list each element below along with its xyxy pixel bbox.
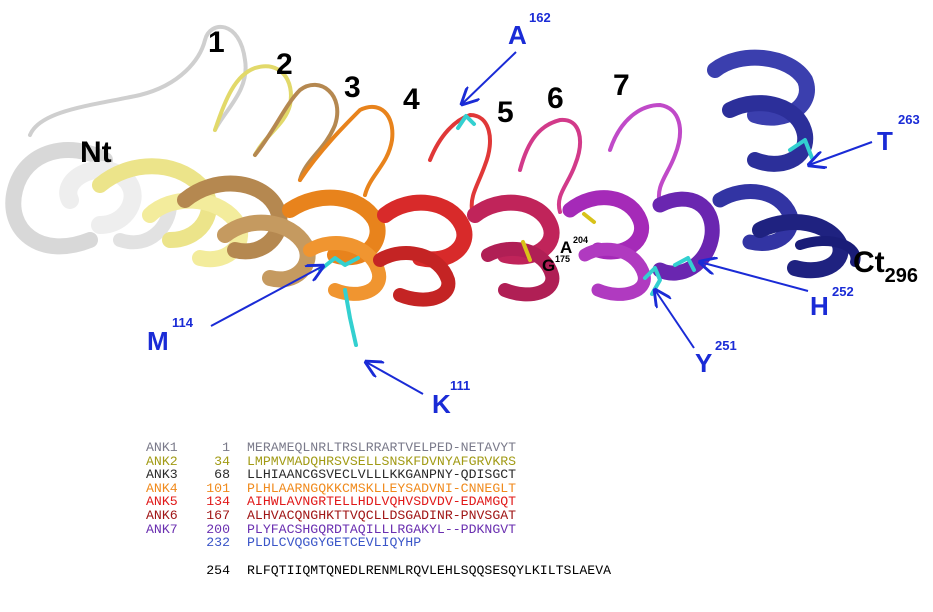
alignment-row: ANK4 101 PLHLAARNGQKKCMSKLLEYSADVNI-CNNE… — [146, 482, 906, 496]
residue-letter: T — [877, 126, 893, 156]
residue-number: 162 — [529, 10, 551, 25]
residue-Y251: Y 251 — [655, 290, 737, 378]
arrow-icon — [462, 51, 517, 104]
residue-number: 252 — [832, 284, 854, 299]
repeat-name: ANK2 — [146, 453, 178, 469]
residue-K111: K 111 — [366, 362, 470, 419]
sequence-text: MERAMEQLNRLTRSLRRARTVELPED-NETAVYT — [247, 440, 517, 455]
residue-letter: H — [810, 291, 829, 321]
c-terminus-text: Ct — [853, 246, 885, 279]
sequence-text: PLYFACSHGQRDTAQILLLRGAKYL--PDKNGVT — [247, 521, 517, 537]
residue-number: 251 — [715, 338, 737, 353]
residue-number: 114 — [172, 315, 194, 330]
alignment-row: ANK1 1 MERAMEQLNRLTRSLRRARTVELPED-NETAVY… — [146, 441, 906, 455]
repeat-label: 4 — [403, 83, 420, 116]
n-terminus-label: Nt — [80, 136, 112, 169]
start-residue: 167 — [206, 507, 230, 523]
arrow-icon — [809, 141, 873, 165]
protein-structure-figure: 1 2 3 4 5 6 7 Nt Ct296 A 162 T 263 M 114… — [5, 10, 920, 419]
repeat-label: 1 — [208, 26, 225, 59]
residue-number: 204 — [573, 235, 588, 245]
residue-A162: A 162 — [462, 10, 551, 104]
start-residue: 254 — [206, 562, 230, 578]
residue-letter: M — [147, 326, 169, 356]
residue-letter: A — [560, 238, 572, 257]
start-residue: 232 — [206, 535, 230, 551]
c-terminus-label: Ct296 — [853, 246, 918, 287]
residue-A204: A 204 — [560, 235, 588, 257]
alignment-row: ANK6 167 ALHVACQNGHKTTVQCLLDSGADINR-PNVS… — [146, 509, 906, 523]
alignment-row: 232 PLDLCVQGGYGETCEVLIQYHP — [146, 536, 906, 550]
residue-M114: M 114 — [147, 266, 323, 356]
residue-letter: K — [432, 389, 451, 419]
sequence-text: RLFQTIIQMTQNEDLRENMLRQVLEHLSQQSESQYLKILT… — [247, 562, 612, 578]
start-residue: 134 — [206, 494, 230, 510]
c-terminal-ribbon — [707, 49, 861, 279]
repeat-label: 3 — [344, 71, 361, 104]
sequence-text: LMPMVMADQHRSVSELLSNSKFDVNYAFGRVKRS — [247, 453, 517, 469]
c-terminus-subscript: 296 — [885, 265, 918, 287]
residue-number: 111 — [450, 378, 470, 393]
start-residue: 101 — [206, 480, 230, 496]
sequence-text: LLHIAANCGSVECLVLLLKKGANPNY-QDISGCT — [247, 467, 517, 483]
start-residue: 1 — [222, 440, 230, 455]
repeat-name: ANK6 — [146, 507, 178, 523]
repeat-6-ribbon — [467, 117, 582, 302]
repeat-name: ANK7 — [146, 521, 178, 537]
repeat-4-ribbon — [282, 104, 395, 301]
arrow-icon — [210, 266, 323, 327]
repeat-name — [146, 536, 186, 550]
residue-letter: A — [508, 20, 527, 50]
alignment-tail-row: 254 RLFQTIIQMTQNEDLRENMLRQVLEHLSQQSESQYL… — [146, 564, 906, 578]
arrow-icon — [366, 362, 424, 395]
residue-letter: Y — [695, 348, 712, 378]
residue-H252: H 252 — [700, 262, 854, 321]
repeat-name: ANK3 — [146, 467, 178, 483]
residue-number: 175 — [555, 254, 570, 264]
residue-number: 263 — [898, 112, 920, 127]
start-residue: 34 — [214, 453, 230, 469]
repeat-name: ANK5 — [146, 494, 178, 510]
repeat-3-ribbon — [177, 83, 340, 288]
ribbon-structure — [5, 24, 861, 347]
start-residue: 200 — [206, 521, 230, 537]
side-chains — [318, 114, 814, 347]
sequence-alignment: ANK1 1 MERAMEQLNRLTRSLRRARTVELPED-NETAVY… — [146, 441, 906, 611]
alignment-row: ANK3 68 LLHIAANCGSVECLVLLLKKGANPNY-QDISG… — [146, 468, 906, 482]
repeat-5-ribbon — [373, 113, 492, 307]
repeat-label: 5 — [497, 96, 514, 129]
arrow-icon — [700, 262, 809, 292]
repeat-label: 6 — [547, 82, 564, 115]
alignment-row: ANK2 34 LMPMVMADQHRSVSELLSNSKFDVNYAFGRVK… — [146, 453, 906, 469]
alignment-row: ANK5 134 AIHWLAVNGRTELLHDLVQHVSDVDV-EDAM… — [146, 495, 906, 509]
sequence-text: AIHWLAVNGRTELLHDLVQHVSDVDV-EDAMGQT — [247, 494, 517, 510]
repeat-7-ribbon — [562, 103, 720, 301]
sequence-text: ALHVACQNGHKTTVQCLLDSGADINR-PNVSGAT — [247, 507, 517, 523]
repeat-name: ANK1 — [146, 440, 178, 455]
repeat-label: 7 — [613, 69, 630, 102]
residue-T263: T 263 — [809, 112, 920, 165]
repeat-label: 2 — [276, 48, 293, 81]
sequence-text: PLHLAARNGQKKCMSKLLEYSADVNI-CNNEGLT — [247, 480, 517, 496]
arrow-icon — [655, 290, 695, 349]
repeat-labels: 1 2 3 4 5 6 7 — [208, 26, 630, 129]
residue-letter: G — [542, 256, 555, 275]
repeat-name: ANK4 — [146, 480, 178, 496]
alignment-row: ANK7 200 PLYFACSHGQRDTAQILLLRGAKYL--PDKN… — [146, 521, 906, 537]
sequence-text: PLDLCVQGGYGETCEVLIQYHP — [247, 535, 422, 551]
residue-G175: G 175 — [542, 254, 570, 275]
start-residue: 68 — [214, 467, 230, 483]
